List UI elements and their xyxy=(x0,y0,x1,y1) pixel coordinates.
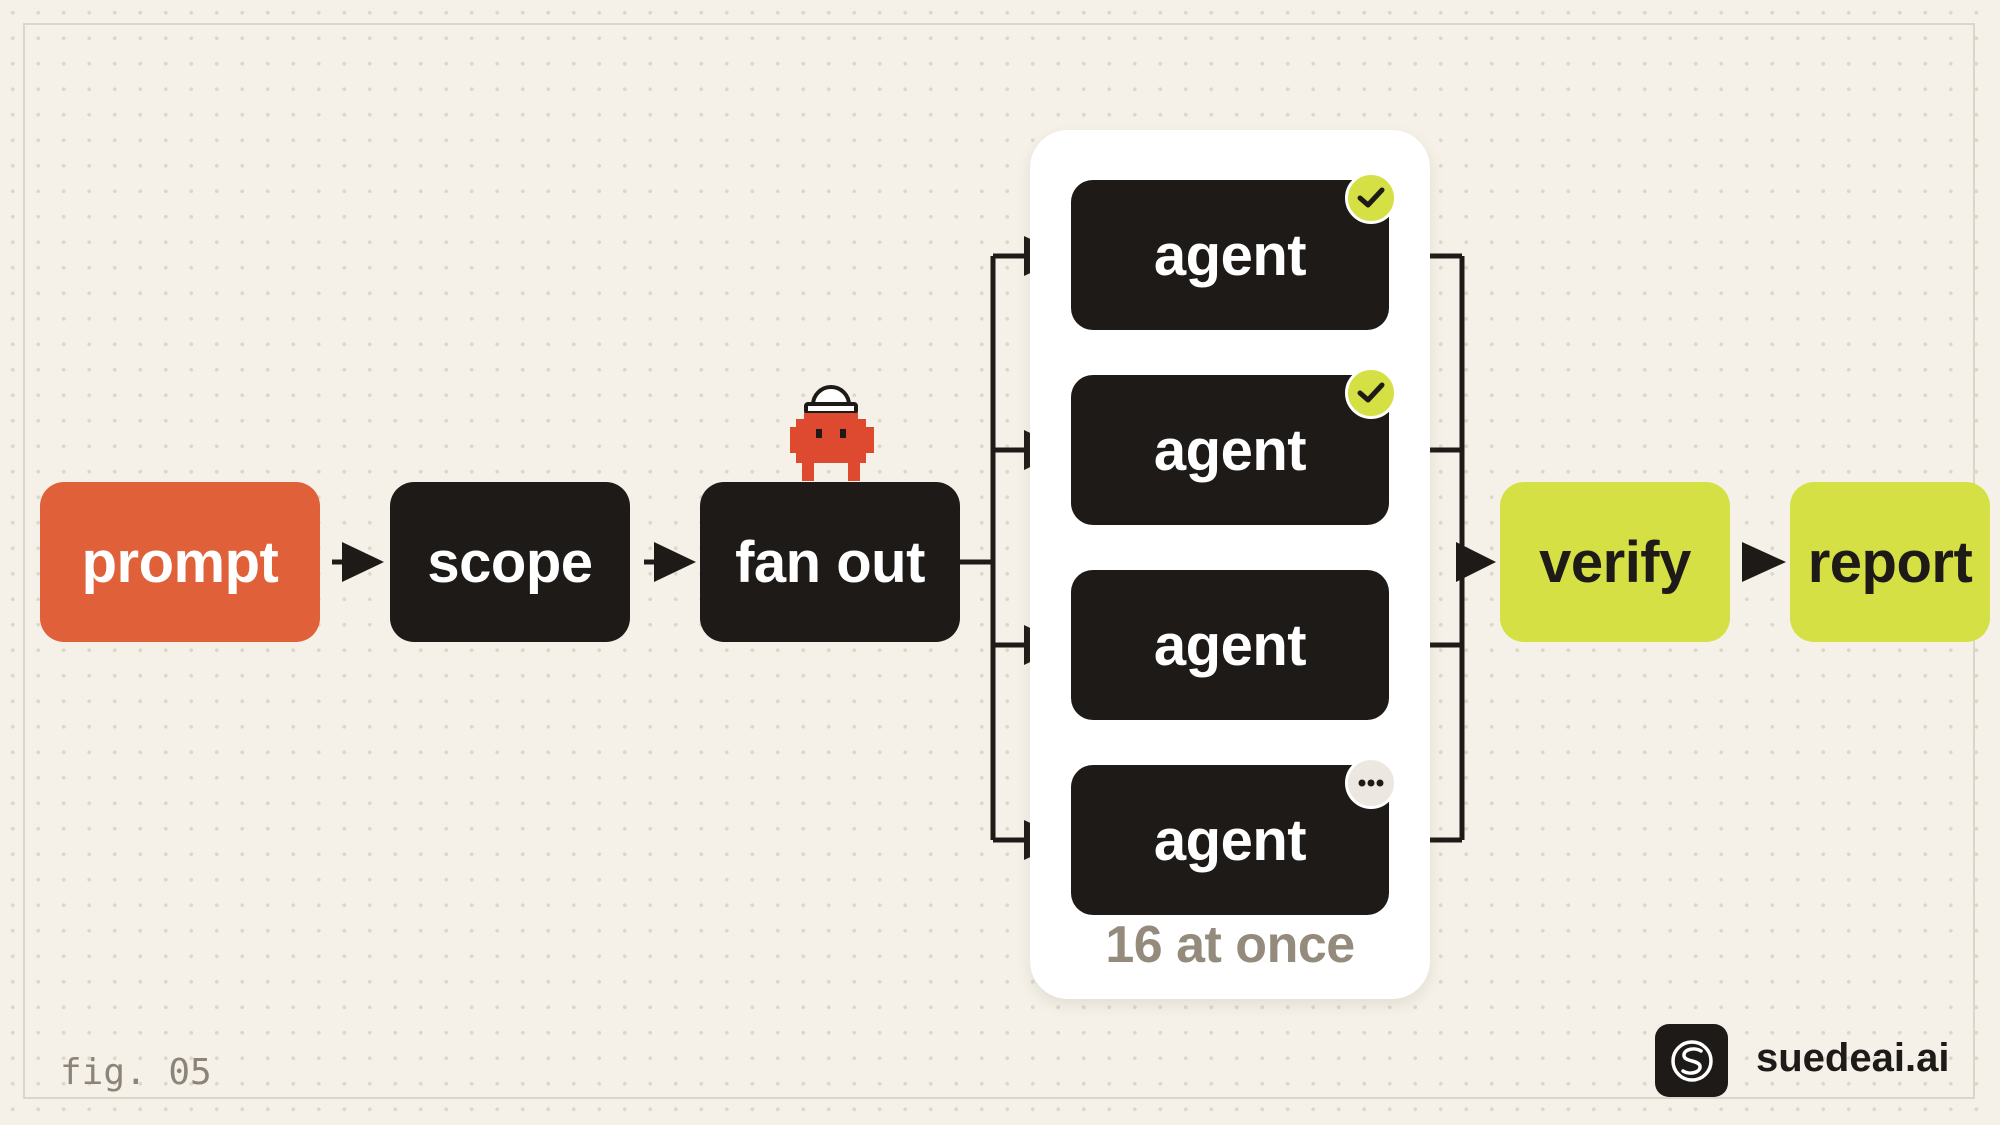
arrow-verify-report xyxy=(1742,542,1786,582)
suedeai-logo-icon[interactable] xyxy=(1655,1024,1728,1097)
scope-node: scope xyxy=(390,482,630,642)
ellipsis-icon xyxy=(1345,757,1397,809)
figure-label: fig. 05 xyxy=(60,1052,212,1093)
verify-node: verify xyxy=(1500,482,1730,642)
fan-out-node: fan out xyxy=(700,482,960,642)
agent-node-2: agent xyxy=(1071,375,1389,525)
arrow-scope-fanout xyxy=(654,542,696,582)
report-node: report xyxy=(1790,482,1990,642)
prompt-node: prompt xyxy=(40,482,320,642)
checkmark-icon xyxy=(1345,172,1397,224)
robot-mascot-icon xyxy=(790,385,874,481)
parallel-caption: 16 at once xyxy=(1105,916,1355,974)
brand-name[interactable]: suedeai.ai xyxy=(1756,1036,1950,1080)
arrow-merge-verify xyxy=(1456,542,1496,582)
agent-node-1: agent xyxy=(1071,180,1389,330)
arrow-prompt-scope xyxy=(342,542,384,582)
fanout-connector xyxy=(958,256,996,840)
checkmark-icon xyxy=(1345,367,1397,419)
agent-node-4: agent xyxy=(1071,765,1389,915)
agent-node-3: agent xyxy=(1071,570,1389,720)
